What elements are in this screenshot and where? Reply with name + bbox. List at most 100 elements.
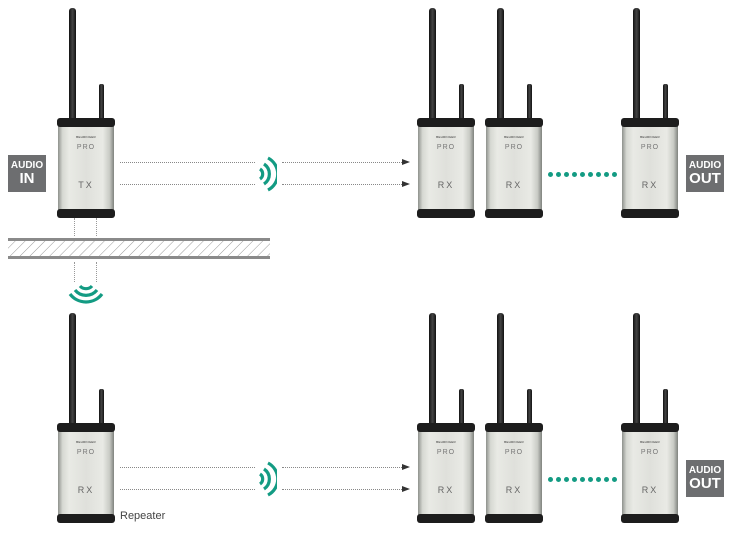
- device-type-label: RX: [77, 485, 95, 495]
- device-type-label: RX: [437, 180, 455, 190]
- device-brand: BEHRINGER: [436, 135, 456, 139]
- wireless-signal-down-icon: [68, 284, 104, 304]
- wall-link-line: [96, 262, 97, 282]
- device-bottom-cap: [621, 514, 679, 523]
- continuation-dot: [548, 477, 553, 482]
- signal-line: [282, 489, 404, 490]
- audio-out-label: AUDIO: [688, 465, 722, 476]
- device-bottom-cap: [417, 209, 475, 218]
- repeater-label: Repeater: [120, 510, 166, 522]
- device-model: PRO: [76, 449, 96, 456]
- device-type-label: RX: [641, 485, 659, 495]
- signal-line: [120, 184, 255, 185]
- short-antenna-icon: [459, 389, 464, 427]
- short-antenna-icon: [663, 84, 668, 122]
- short-antenna-icon: [527, 389, 532, 427]
- long-antenna-icon: [497, 313, 504, 427]
- short-antenna-icon: [99, 389, 104, 427]
- device-top-cap: [621, 423, 679, 432]
- continuation-dot: [604, 477, 609, 482]
- continuation-dot: [572, 172, 577, 177]
- device-type-label: RX: [505, 180, 523, 190]
- device-bottom-cap: [417, 514, 475, 523]
- signal-line: [282, 184, 404, 185]
- device-body: BEHRINGER PRO RX: [57, 423, 115, 523]
- device-brand: BEHRINGER: [640, 440, 660, 444]
- continuation-dot: [580, 477, 585, 482]
- device-body: BEHRINGER PRO RX: [485, 118, 543, 218]
- device-top-cap: [57, 118, 115, 127]
- receiver-device: BEHRINGER PRO RX: [485, 313, 543, 523]
- device-body: BEHRINGER PRO RX: [485, 423, 543, 523]
- continuation-dot: [588, 477, 593, 482]
- receiver-device: BEHRINGER PRO RX: [621, 8, 679, 218]
- signal-line: [282, 162, 404, 163]
- device-brand: BEHRINGER: [436, 440, 456, 444]
- continuation-dot: [564, 477, 569, 482]
- continuation-dot: [604, 172, 609, 177]
- audio-in-box: AUDIO IN: [8, 155, 46, 192]
- device-top-cap: [417, 118, 475, 127]
- audio-out-label-2: OUT: [689, 475, 721, 492]
- device-top-cap: [485, 118, 543, 127]
- long-antenna-icon: [69, 313, 76, 427]
- signal-line: [120, 467, 255, 468]
- audio-in-label: AUDIO: [10, 160, 44, 171]
- long-antenna-icon: [497, 8, 504, 122]
- device-body: BEHRINGER PRO RX: [417, 423, 475, 523]
- short-antenna-icon: [459, 84, 464, 122]
- continuation-dot: [588, 172, 593, 177]
- long-antenna-icon: [633, 313, 640, 427]
- device-top-cap: [485, 423, 543, 432]
- long-antenna-icon: [69, 8, 76, 122]
- device-model: PRO: [436, 449, 456, 456]
- device-model: PRO: [640, 449, 660, 456]
- signal-line: [120, 489, 255, 490]
- continuation-dot: [612, 172, 617, 177]
- repeater-device: BEHRINGER PRO RX: [57, 313, 115, 523]
- long-antenna-icon: [429, 313, 436, 427]
- device-brand: BEHRINGER: [640, 135, 660, 139]
- device-top-cap: [57, 423, 115, 432]
- device-model: PRO: [504, 144, 524, 151]
- device-model: PRO: [436, 144, 456, 151]
- device-bottom-cap: [485, 209, 543, 218]
- audio-out-box-top: AUDIO OUT: [686, 155, 724, 192]
- device-brand: BEHRINGER: [504, 440, 524, 444]
- device-model: PRO: [76, 144, 96, 151]
- wall-link-line: [96, 218, 97, 236]
- device-bottom-cap: [485, 514, 543, 523]
- continuation-dot: [596, 477, 601, 482]
- continuation-dot: [548, 172, 553, 177]
- device-type-label: TX: [78, 180, 94, 190]
- receiver-device: BEHRINGER PRO RX: [621, 313, 679, 523]
- device-body: BEHRINGER PRO TX: [57, 118, 115, 218]
- device-body: BEHRINGER PRO RX: [621, 118, 679, 218]
- audio-out-box-bottom: AUDIO OUT: [686, 460, 724, 497]
- device-bottom-cap: [621, 209, 679, 218]
- arrow-icon: [402, 486, 410, 492]
- device-body: BEHRINGER PRO RX: [417, 118, 475, 218]
- arrow-icon: [402, 181, 410, 187]
- short-antenna-icon: [527, 84, 532, 122]
- long-antenna-icon: [429, 8, 436, 122]
- device-brand: BEHRINGER: [76, 440, 96, 444]
- device-top-cap: [417, 423, 475, 432]
- continuation-dot: [580, 172, 585, 177]
- transmitter-device: BEHRINGER PRO TX: [57, 8, 115, 218]
- short-antenna-icon: [99, 84, 104, 122]
- wireless-signal-icon: [258, 156, 277, 192]
- device-bottom-cap: [57, 514, 115, 523]
- short-antenna-icon: [663, 389, 668, 427]
- continuation-dot: [572, 477, 577, 482]
- device-type-label: RX: [437, 485, 455, 495]
- device-bottom-cap: [57, 209, 115, 218]
- long-antenna-icon: [633, 8, 640, 122]
- audio-out-label: AUDIO: [688, 160, 722, 171]
- device-model: PRO: [504, 449, 524, 456]
- device-brand: BEHRINGER: [504, 135, 524, 139]
- receiver-device: BEHRINGER PRO RX: [417, 8, 475, 218]
- continuation-dot: [564, 172, 569, 177]
- continuation-dot: [612, 477, 617, 482]
- device-type-label: RX: [641, 180, 659, 190]
